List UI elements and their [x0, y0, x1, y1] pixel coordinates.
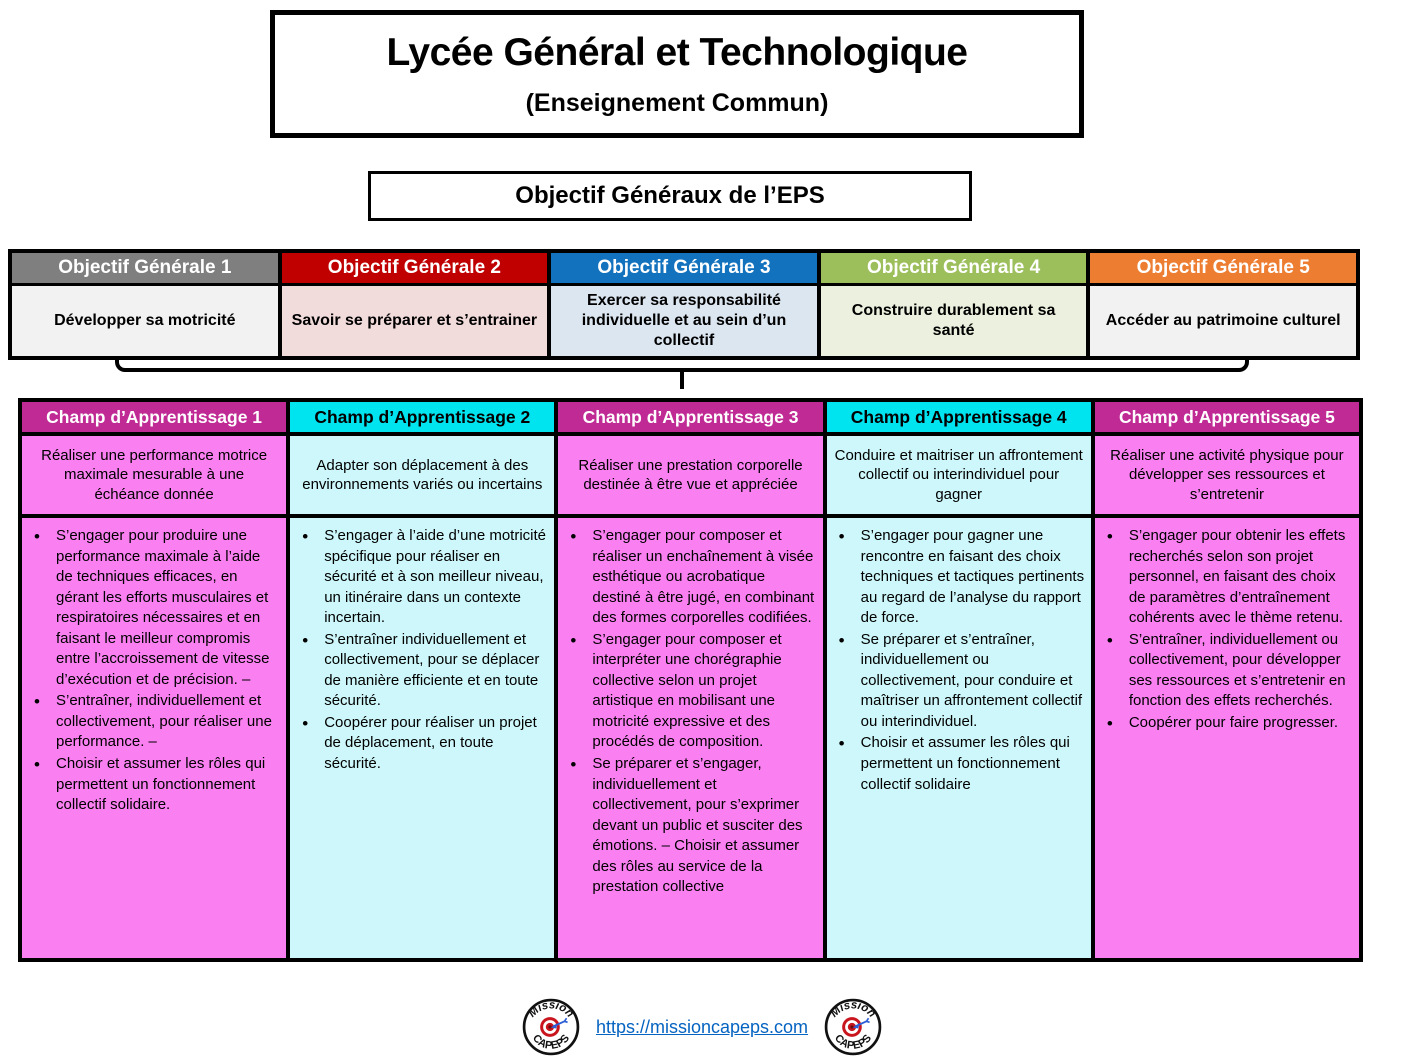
champ-bullet-list: S’engager pour composer et réaliser un e… [558, 518, 823, 958]
objectifs-row: Objectif Générale 1 Développer sa motric… [8, 249, 1360, 360]
objectif-description: Construire durablement sa santé [820, 286, 1087, 356]
objectif-description: Développer sa motricité [12, 286, 278, 356]
champ-header: Champ d’Apprentissage 1 [22, 402, 287, 432]
bullet-item: S’entraîner individuellement et collecti… [294, 629, 548, 712]
bullet-item: Coopérer pour faire progresser. [1099, 712, 1353, 735]
champ-header: Champ d’Apprentissage 5 [1094, 402, 1360, 432]
objectif-header: Objectif Générale 1 [12, 253, 278, 283]
champs-row: Champ d’Apprentissage 1 Réaliser une per… [18, 398, 1363, 962]
bullet-item: S’engager pour composer et interpréter u… [562, 629, 816, 753]
dart-icon [550, 1017, 568, 1029]
objectif-description: Exercer sa responsabilité individuelle e… [551, 286, 817, 356]
champ-column: Champ d’Apprentissage 5 Réaliser une act… [1094, 402, 1360, 958]
bullseye-icon [540, 1017, 560, 1037]
champ-description: Réaliser une prestation corporelle desti… [558, 436, 823, 514]
champ-bullet-list: S’engager pour produire une performance … [22, 518, 287, 958]
bullet-item: S’engager pour obtenir les effets recher… [1099, 525, 1353, 629]
champ-description: Adapter son déplacement à des environnem… [290, 436, 555, 514]
objectif-column: Objectif Générale 5 Accéder au patrimoin… [1090, 253, 1356, 356]
mission-capeps-logo: Mission CAPEPS [824, 998, 882, 1056]
svg-text:Mission: Mission [828, 999, 878, 1020]
logo-top-text: Mission [526, 999, 576, 1020]
bullet-list: S’engager pour produire une performance … [26, 525, 280, 816]
objectif-header: Objectif Générale 4 [820, 253, 1087, 283]
page-title: Lycée Général et Technologique [386, 30, 969, 74]
champ-description: Réaliser une activité physique pour déve… [1094, 436, 1360, 514]
bullet-list: S’engager pour composer et réaliser un e… [562, 525, 816, 898]
objectif-header: Objectif Générale 2 [281, 253, 548, 283]
missioncapeps-link[interactable]: https://missioncapeps.com [595, 1016, 809, 1037]
bullet-item: Choisir et assumer les rôles qui permett… [831, 732, 1085, 795]
objectif-header: Objectif Générale 3 [551, 253, 817, 283]
section-title-box: Objectif Généraux de l’EPS [368, 171, 972, 221]
champ-header: Champ d’Apprentissage 2 [290, 402, 555, 432]
champ-description: Conduire et maitriser un affrontement co… [826, 436, 1091, 514]
objectif-column: Objectif Générale 3 Exercer sa responsab… [551, 253, 817, 356]
champ-column: Champ d’Apprentissage 3 Réaliser une pre… [558, 402, 823, 958]
bullet-item: S’engager pour composer et réaliser un e… [562, 525, 816, 629]
objectif-header: Objectif Générale 5 [1090, 253, 1356, 283]
bullet-item: S’entraîner, individuellement et collect… [26, 690, 280, 753]
champ-description: Réaliser une performance motrice maximal… [22, 436, 287, 514]
footer: Mission CAPEPS https://missioncapeps.com [0, 998, 1404, 1056]
svg-text:CAPEPS: CAPEPS [530, 1032, 572, 1052]
objectif-description: Savoir se préparer et s’entrainer [281, 286, 548, 356]
bullet-item: Se préparer et s’entraîner, individuelle… [831, 629, 1085, 733]
objectif-column: Objectif Générale 1 Développer sa motric… [12, 253, 278, 356]
bullet-list: S’engager pour obtenir les effets recher… [1099, 525, 1353, 735]
objectif-column: Objectif Générale 4 Construire durableme… [820, 253, 1087, 356]
bullet-item: Choisir et assumer les rôles qui permett… [26, 753, 280, 816]
champ-column: Champ d’Apprentissage 2 Adapter son dépl… [290, 402, 555, 958]
bullet-item: S’engager à l’aide d’une motricité spéci… [294, 525, 548, 629]
bullet-item: S’entraîner, individuellement ou collect… [1099, 629, 1353, 712]
champ-bullet-list: S’engager pour gagner une rencontre en f… [826, 518, 1091, 958]
page-subtitle: (Enseignement Commun) [525, 88, 829, 117]
champ-bullet-list: S’engager à l’aide d’une motricité spéci… [290, 518, 555, 958]
brace-connector-tail [680, 368, 684, 389]
logo-bottom-text: CAPEPS [530, 1032, 572, 1052]
bullet-list: S’engager pour gagner une rencontre en f… [831, 525, 1085, 795]
objectif-description: Accéder au patrimoine culturel [1090, 286, 1356, 356]
objectif-column: Objectif Générale 2 Savoir se préparer e… [281, 253, 548, 356]
svg-text:CAPEPS: CAPEPS [832, 1032, 874, 1052]
mission-capeps-logo: Mission CAPEPS [522, 998, 580, 1056]
svg-text:Mission: Mission [526, 999, 576, 1020]
logo-bottom-text: CAPEPS [832, 1032, 874, 1052]
champ-header: Champ d’Apprentissage 3 [558, 402, 823, 432]
bullet-item: S’engager pour produire une performance … [26, 525, 280, 690]
champ-header: Champ d’Apprentissage 4 [826, 402, 1091, 432]
bullet-item: S’engager pour gagner une rencontre en f… [831, 525, 1085, 629]
champ-column: Champ d’Apprentissage 1 Réaliser une per… [22, 402, 287, 958]
bullet-item: Se préparer et s’engager, individuelleme… [562, 753, 816, 898]
logo-top-text: Mission [828, 999, 878, 1020]
bullseye-icon [842, 1017, 862, 1037]
champ-column: Champ d’Apprentissage 4 Conduire et mait… [826, 402, 1091, 958]
champ-bullet-list: S’engager pour obtenir les effets recher… [1094, 518, 1360, 958]
brace-connector [115, 358, 1249, 389]
title-box: Lycée Général et Technologique (Enseigne… [270, 10, 1084, 138]
section-title: Objectif Généraux de l’EPS [515, 182, 825, 209]
bullet-list: S’engager à l’aide d’une motricité spéci… [294, 525, 548, 775]
dart-icon [852, 1017, 870, 1029]
bullet-item: Coopérer pour réaliser un projet de dépl… [294, 712, 548, 775]
